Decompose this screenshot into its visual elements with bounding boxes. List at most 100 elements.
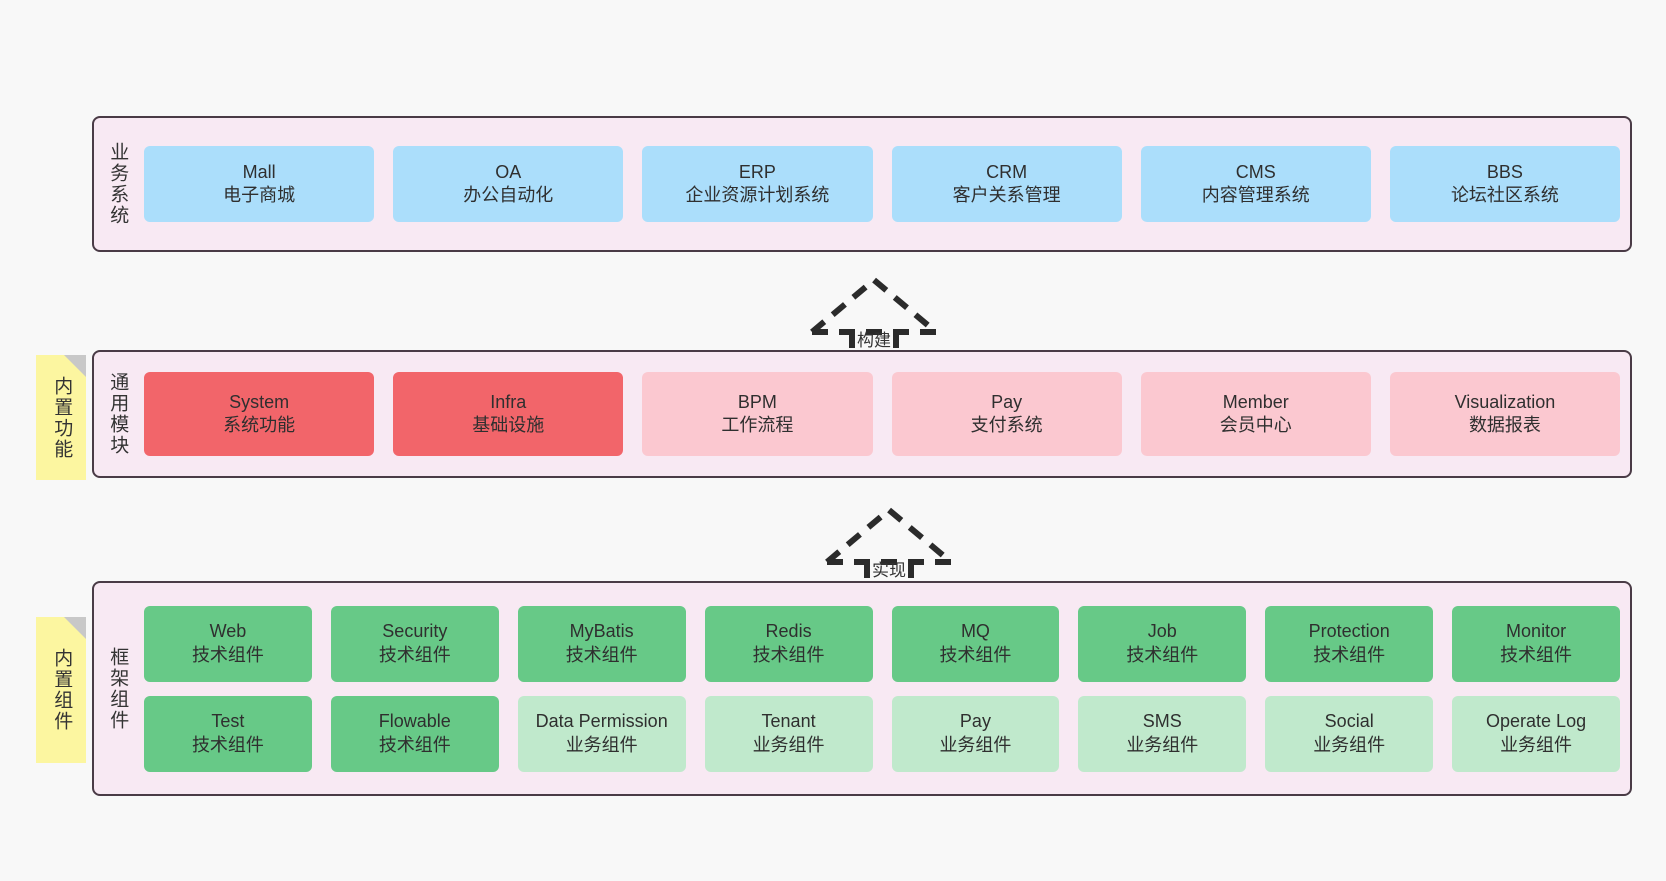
connector-implement-label: 实现 — [872, 561, 906, 580]
layer-framework-title: 框架组件 — [107, 646, 129, 731]
card-web[interactable]: Web 技术组件 — [144, 605, 312, 682]
card-crm-name: CRM — [986, 161, 1028, 182]
card-mq-desc: 技术组件 — [939, 644, 1012, 665]
card-cms-desc: 内容管理系统 — [1201, 185, 1310, 205]
card-visualization[interactable]: Visualization 数据报表 — [1389, 372, 1621, 456]
card-flowable-desc: 技术组件 — [378, 734, 451, 755]
connector-build: 构建 — [800, 268, 948, 358]
card-security-desc: 技术组件 — [378, 644, 451, 665]
card-social[interactable]: Social 业务组件 — [1265, 695, 1434, 772]
card-bbs-name: BBS — [1486, 161, 1523, 182]
card-redis-desc: 技术组件 — [752, 644, 825, 665]
card-operate-log-name: Operate Log — [1486, 711, 1587, 732]
card-oa-desc: 办公自动化 — [463, 185, 554, 205]
note-builtin-components: 内置组件 — [36, 617, 86, 763]
card-oa-name: OA — [495, 161, 522, 182]
card-mybatis-desc: 技术组件 — [565, 644, 638, 665]
card-monitor[interactable]: Monitor 技术组件 — [1452, 605, 1620, 682]
card-sms[interactable]: SMS 业务组件 — [1078, 695, 1247, 772]
card-monitor-name: Monitor — [1506, 621, 1567, 642]
card-member-name: Member — [1222, 391, 1289, 412]
card-pay-component-desc: 业务组件 — [939, 734, 1012, 755]
card-erp[interactable]: ERP 企业资源计划系统 — [642, 146, 873, 222]
card-tenant-name: Tenant — [761, 711, 816, 732]
card-bpm[interactable]: BPM 工作流程 — [642, 372, 873, 456]
card-job-desc: 技术组件 — [1126, 644, 1199, 665]
note-builtin-features-label: 内置功能 — [51, 375, 73, 460]
framework-biz-row: Test 技术组件 Flowable 技术组件 Data Permission … — [144, 695, 1620, 772]
card-oa[interactable]: OA 办公自动化 — [393, 146, 624, 222]
card-social-name: Social — [1324, 711, 1374, 732]
card-cms-name: CMS — [1235, 161, 1276, 182]
card-pay-component[interactable]: Pay 业务组件 — [891, 695, 1060, 772]
card-operate-log-desc: 业务组件 — [1500, 734, 1573, 755]
card-job-name: Job — [1147, 621, 1177, 642]
note-fold-corner-icon — [64, 355, 86, 377]
card-system[interactable]: System 系统功能 — [144, 372, 375, 456]
layer-framework-components: 框架组件 Web 技术组件 Security 技术组件 MyBatis 技术组件… — [92, 581, 1632, 796]
card-system-desc: 系统功能 — [223, 415, 296, 435]
card-test-desc: 技术组件 — [191, 734, 264, 755]
card-member[interactable]: Member 会员中心 — [1140, 372, 1371, 456]
card-cms[interactable]: CMS 内容管理系统 — [1140, 146, 1371, 222]
card-erp-desc: 企业资源计划系统 — [685, 185, 830, 205]
card-mybatis[interactable]: MyBatis 技术组件 — [517, 605, 686, 682]
layer-modules-title: 通用模块 — [107, 372, 129, 456]
card-mybatis-name: MyBatis — [569, 621, 634, 642]
framework-tech-row: Web 技术组件 Security 技术组件 MyBatis 技术组件 Redi… — [144, 605, 1620, 682]
card-protection-desc: 技术组件 — [1313, 644, 1386, 665]
card-bbs-desc: 论坛社区系统 — [1450, 185, 1559, 205]
card-test[interactable]: Test 技术组件 — [144, 695, 312, 772]
card-crm[interactable]: CRM 客户关系管理 — [891, 146, 1122, 222]
layer-business-body: Mall 电子商城 OA 办公自动化 ERP 企业资源计划系统 CRM 客户关系… — [140, 118, 1630, 250]
card-protection-name: Protection — [1308, 621, 1390, 642]
card-redis[interactable]: Redis 技术组件 — [704, 605, 873, 682]
card-pay-module[interactable]: Pay 支付系统 — [891, 372, 1122, 456]
card-tenant-desc: 业务组件 — [752, 734, 825, 755]
card-visualization-desc: 数据报表 — [1468, 415, 1541, 435]
card-flowable-name: Flowable — [378, 711, 451, 732]
note-fold-corner-icon — [64, 617, 86, 639]
layer-business-title: 业务系统 — [107, 142, 129, 226]
card-mall-name: Mall — [242, 161, 276, 182]
card-sms-desc: 业务组件 — [1126, 734, 1199, 755]
card-member-desc: 会员中心 — [1219, 415, 1292, 435]
card-protection[interactable]: Protection 技术组件 — [1265, 605, 1434, 682]
card-operate-log[interactable]: Operate Log 业务组件 — [1452, 695, 1620, 772]
card-mall[interactable]: Mall 电子商城 — [144, 146, 375, 222]
card-mall-desc: 电子商城 — [223, 185, 296, 205]
card-security-name: Security — [382, 621, 448, 642]
card-redis-name: Redis — [765, 621, 812, 642]
card-flowable[interactable]: Flowable 技术组件 — [330, 695, 499, 772]
connector-build-label: 构建 — [857, 331, 891, 350]
card-mq[interactable]: MQ 技术组件 — [891, 605, 1060, 682]
layer-common-modules: 通用模块 System 系统功能 Infra 基础设施 BPM 工作流程 Pay… — [92, 350, 1632, 478]
layer-framework-body: Web 技术组件 Security 技术组件 MyBatis 技术组件 Redi… — [140, 583, 1630, 794]
note-builtin-features: 内置功能 — [36, 355, 86, 480]
card-infra[interactable]: Infra 基础设施 — [393, 372, 624, 456]
card-data-permission[interactable]: Data Permission 业务组件 — [517, 695, 686, 772]
business-card-row: Mall 电子商城 OA 办公自动化 ERP 企业资源计划系统 CRM 客户关系… — [144, 146, 1621, 222]
layer-modules-body: System 系统功能 Infra 基础设施 BPM 工作流程 Pay 支付系统… — [140, 352, 1630, 476]
card-sms-name: SMS — [1142, 711, 1182, 732]
card-mq-name: MQ — [960, 621, 990, 642]
card-job[interactable]: Job 技术组件 — [1078, 605, 1247, 682]
card-bpm-desc: 工作流程 — [721, 415, 794, 435]
card-web-desc: 技术组件 — [191, 644, 264, 665]
card-monitor-desc: 技术组件 — [1500, 644, 1573, 665]
card-data-permission-name: Data Permission — [535, 711, 668, 732]
modules-card-row: System 系统功能 Infra 基础设施 BPM 工作流程 Pay 支付系统… — [144, 372, 1621, 456]
card-infra-name: Infra — [490, 391, 527, 412]
card-security[interactable]: Security 技术组件 — [330, 605, 499, 682]
card-test-name: Test — [211, 711, 245, 732]
card-crm-desc: 客户关系管理 — [952, 185, 1061, 205]
card-data-permission-desc: 业务组件 — [565, 734, 638, 755]
card-tenant[interactable]: Tenant 业务组件 — [704, 695, 873, 772]
card-visualization-name: Visualization — [1454, 391, 1556, 412]
card-system-name: System — [229, 391, 290, 412]
connector-implement-arrow — [825, 506, 953, 588]
note-builtin-components-label: 内置组件 — [51, 648, 73, 732]
card-bbs[interactable]: BBS 论坛社区系统 — [1389, 146, 1621, 222]
card-infra-desc: 基础设施 — [472, 415, 545, 435]
